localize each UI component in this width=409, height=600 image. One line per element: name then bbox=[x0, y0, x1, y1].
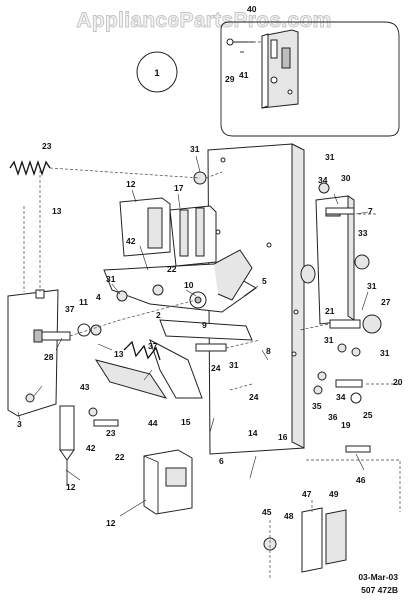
callout-15: 15 bbox=[181, 417, 191, 427]
callout-24: 24 bbox=[249, 392, 259, 402]
exploded-view-lines bbox=[23, 167, 401, 580]
callout-29: 29 bbox=[225, 74, 235, 84]
callout-33: 33 bbox=[358, 228, 368, 238]
callout-31: 31 bbox=[106, 274, 116, 284]
callout-37: 37 bbox=[148, 341, 158, 351]
callout-47: 47 bbox=[302, 489, 312, 499]
callout-49: 49 bbox=[329, 489, 339, 499]
plunger bbox=[59, 405, 75, 486]
callout-4: 4 bbox=[96, 292, 101, 302]
callout-6: 6 bbox=[219, 456, 224, 466]
callout-23: 23 bbox=[42, 141, 52, 151]
callout-12: 12 bbox=[106, 518, 116, 528]
spring-23 bbox=[9, 159, 51, 177]
callout-31: 31 bbox=[229, 360, 239, 370]
callout-42: 42 bbox=[86, 443, 96, 453]
callout-8: 8 bbox=[266, 346, 271, 356]
drawing-date: 03-Mar-03 bbox=[358, 572, 398, 582]
callout-34: 34 bbox=[336, 392, 346, 402]
main-frame-plate bbox=[207, 143, 316, 455]
callout-3: 3 bbox=[17, 419, 22, 429]
solenoid-block bbox=[169, 205, 217, 267]
inset-detail bbox=[220, 21, 400, 137]
leader-lines bbox=[17, 155, 369, 517]
callout-labels: 40 29 41 23 13 31 31 34 30 12 17 7 33 42… bbox=[17, 4, 403, 528]
callout-45: 45 bbox=[262, 507, 272, 517]
callout-31: 31 bbox=[380, 348, 390, 358]
spring-13 bbox=[123, 340, 161, 361]
actuator-arm bbox=[94, 338, 203, 399]
callout-7: 7 bbox=[368, 206, 373, 216]
callout-34: 34 bbox=[318, 175, 328, 185]
callout-14: 14 bbox=[248, 428, 258, 438]
callout-40: 40 bbox=[247, 4, 257, 14]
callout-31: 31 bbox=[367, 281, 377, 291]
callout-16: 16 bbox=[278, 432, 288, 442]
callout-28: 28 bbox=[44, 352, 54, 362]
callout-11: 11 bbox=[79, 297, 88, 307]
callout-31: 31 bbox=[324, 335, 334, 345]
side-bracket bbox=[315, 195, 355, 325]
callout-43: 43 bbox=[80, 382, 90, 392]
callout-13: 13 bbox=[52, 206, 62, 216]
callout-46: 46 bbox=[356, 475, 366, 485]
callout-17: 17 bbox=[174, 183, 184, 193]
callout-13: 13 bbox=[114, 349, 124, 359]
callout-20: 20 bbox=[393, 377, 403, 387]
callout-12: 12 bbox=[126, 179, 136, 189]
nuts-and-washers bbox=[25, 171, 370, 417]
callout-30: 30 bbox=[341, 173, 351, 183]
callout-10: 10 bbox=[184, 280, 194, 290]
callout-37: 37 bbox=[65, 304, 75, 314]
left-side-plate bbox=[7, 289, 59, 417]
callout-42: 42 bbox=[126, 236, 136, 246]
callout-25: 25 bbox=[363, 410, 373, 420]
drawing-number: 507 472B bbox=[361, 585, 398, 595]
cam-lever bbox=[103, 249, 257, 341]
callout-27: 27 bbox=[381, 297, 391, 307]
callout-22: 22 bbox=[167, 264, 177, 274]
view-number: 1 bbox=[154, 68, 160, 79]
callout-31: 31 bbox=[325, 152, 335, 162]
callout-24: 24 bbox=[211, 363, 221, 373]
screws bbox=[33, 207, 382, 453]
callout-21: 21 bbox=[325, 306, 335, 316]
solenoid-coil bbox=[143, 449, 193, 515]
cam-housing-upper bbox=[119, 197, 171, 257]
callout-44: 44 bbox=[148, 418, 158, 428]
callout-48: 48 bbox=[284, 511, 294, 521]
callout-9: 9 bbox=[202, 320, 207, 330]
callout-5: 5 bbox=[262, 276, 267, 286]
watermark: AppliancePartsPros.com bbox=[76, 9, 331, 32]
callout-41: 41 bbox=[239, 70, 249, 80]
view-number-bubble: 1 bbox=[136, 51, 178, 93]
bottom-bracket bbox=[263, 507, 347, 573]
callout-23: 23 bbox=[106, 428, 116, 438]
callout-31: 31 bbox=[190, 144, 200, 154]
callout-22: 22 bbox=[115, 452, 125, 462]
callout-12: 12 bbox=[66, 482, 76, 492]
callout-36: 36 bbox=[328, 412, 338, 422]
callout-35: 35 bbox=[312, 401, 322, 411]
drawing-stamp: 03-Mar-03 507 472B bbox=[358, 572, 398, 595]
callout-2: 2 bbox=[156, 310, 161, 320]
callout-19: 19 bbox=[341, 420, 351, 430]
